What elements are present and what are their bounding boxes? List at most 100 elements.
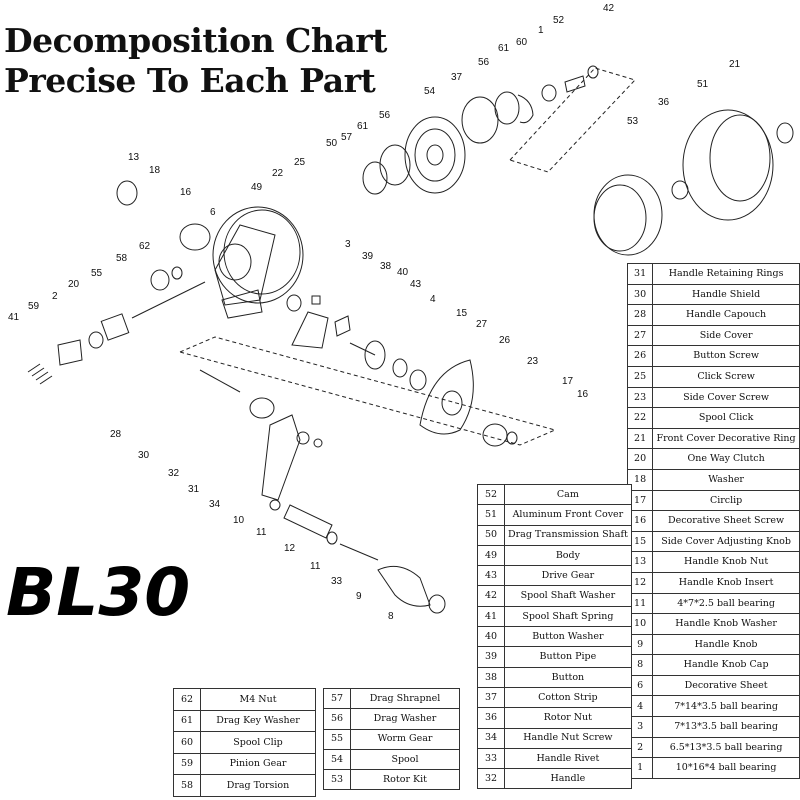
callout-number: 42	[603, 3, 615, 14]
side-cover-adjusting-knob-part	[409, 369, 427, 391]
callout-number: 52	[553, 15, 565, 26]
callout-number: 28	[110, 429, 122, 440]
part-name: Drag Shrapnel	[350, 687, 460, 710]
callout-number: 62	[139, 241, 151, 252]
pinion-gear-part	[57, 339, 83, 366]
aluminum-front-cover-part	[682, 109, 774, 221]
callout-number: 34	[209, 499, 221, 510]
part-number: 52	[477, 483, 505, 506]
part-number: 27	[626, 324, 654, 347]
part-number: 62	[173, 688, 201, 711]
part-name: Cotton Strip	[504, 686, 632, 709]
part-name: Front Cover Decorative Ring	[652, 427, 800, 450]
button-part	[291, 311, 329, 349]
part-name: Button Screw	[652, 345, 800, 367]
part-name: Cam	[504, 483, 632, 506]
part-name: Drag Key Washer	[200, 709, 316, 733]
callout-number: 16	[577, 389, 589, 400]
spool-clip-part	[517, 94, 534, 124]
part-name: Body	[504, 544, 632, 567]
part-name: Spool Shaft Washer	[504, 585, 632, 607]
callout-number: 26	[499, 335, 511, 346]
part-number: 26	[626, 345, 654, 367]
callout-number: 50	[326, 138, 338, 149]
part-number: 30	[626, 283, 654, 306]
part-name: Handle Shield	[652, 283, 800, 306]
part-number: 33	[477, 747, 505, 770]
callout-number: 33	[331, 576, 343, 587]
callout-number: 10	[233, 515, 245, 526]
part-name: Spool Clip	[200, 731, 316, 754]
part-name: Handle Knob Cap	[652, 654, 800, 676]
part-name: Button	[504, 666, 632, 688]
callout-number: 23	[527, 356, 539, 367]
part-number: 37	[477, 686, 505, 709]
decorative-sheet-part	[179, 223, 211, 251]
part-number: 28	[626, 304, 654, 326]
assembly-guide-dashed	[178, 336, 557, 446]
ball-bearing-part	[286, 294, 302, 312]
part-name: Drag Transmission Shaft	[504, 524, 632, 546]
callout-number: 51	[697, 79, 709, 90]
part-name: Handle Knob	[652, 633, 800, 656]
part-number: 20	[626, 448, 654, 470]
part-name: Drive Gear	[504, 565, 632, 587]
callout-number: 54	[424, 86, 436, 97]
part-name: Drag Torsion	[200, 774, 316, 797]
callout-number: 9	[356, 591, 362, 602]
drive-gear-part	[349, 340, 386, 370]
decorative-sheet-part	[482, 423, 508, 447]
callout-number: 22	[272, 168, 284, 179]
handle-capouch-part	[199, 369, 241, 393]
part-name: Button Pipe	[504, 646, 632, 668]
handle-nut-screw-part	[313, 438, 323, 448]
part-number: 42	[477, 585, 505, 607]
part-number: 60	[173, 731, 201, 754]
m4-nut-part	[171, 266, 183, 280]
drag-key-washer-part	[362, 161, 388, 195]
callout-number: 12	[284, 543, 296, 554]
part-name: Rotor Nut	[504, 707, 632, 729]
callout-number: 56	[478, 57, 490, 68]
part-number: 41	[477, 605, 505, 628]
handle-part	[261, 414, 301, 501]
part-name: Rotor Kit	[350, 769, 460, 791]
part-name: 7*14*3.5 ball bearing	[652, 695, 800, 718]
callout-number: 11	[256, 527, 267, 538]
part-name: Button Washer	[504, 626, 632, 648]
part-name: Circlip	[652, 489, 800, 512]
part-name: Click Screw	[652, 365, 800, 388]
callout-number: 11	[310, 561, 321, 572]
callout-number: 58	[116, 253, 128, 264]
part-number: 21	[626, 427, 654, 450]
circlip-part	[506, 431, 518, 445]
part-name: Handle Nut Screw	[504, 727, 632, 749]
part-name: One Way Clutch	[652, 448, 800, 470]
callout-number: 60	[516, 37, 528, 48]
handle-knob-insert-part	[283, 504, 333, 539]
callout-number: 21	[729, 59, 741, 70]
